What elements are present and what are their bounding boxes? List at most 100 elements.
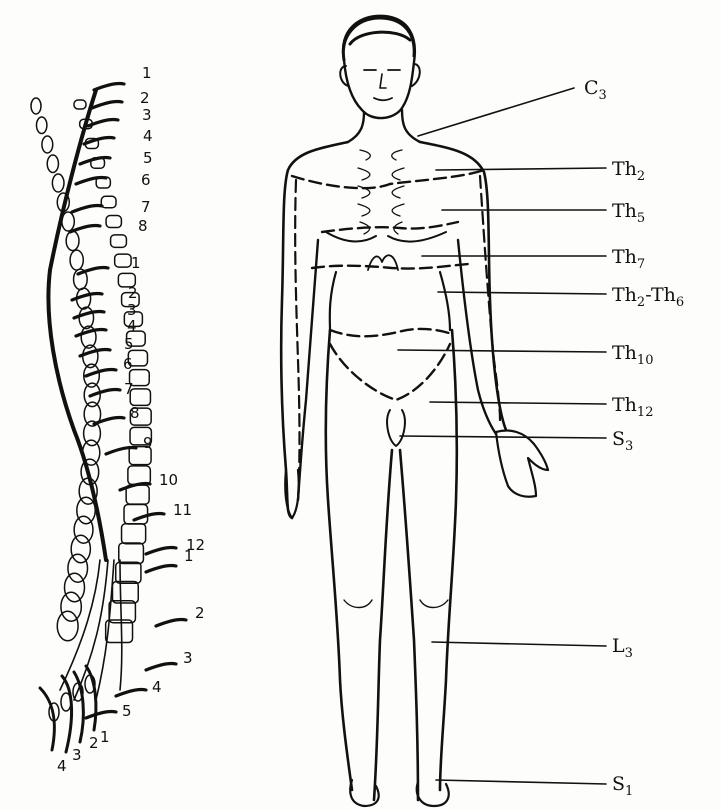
spinous-process <box>42 136 53 153</box>
vertebral-body <box>74 100 86 109</box>
boundary-upper-chest <box>292 170 484 188</box>
label-s3: S3 <box>612 428 633 454</box>
label-th2-th6: Th2-Th6 <box>612 284 684 310</box>
nerve-root-thoracic-1 <box>78 267 108 274</box>
label-th7: Th7 <box>612 246 645 272</box>
vertebral-body <box>112 581 138 603</box>
segment-number-cervical-2: 2 <box>140 89 150 107</box>
genitals <box>387 410 405 446</box>
nerve-root-thoracic-12 <box>146 547 176 554</box>
boundary-lower-chest <box>312 264 468 269</box>
segment-number-thoracic-8: 8 <box>130 404 140 422</box>
nerve-root-cervical-6 <box>76 177 106 184</box>
nerve-root-thoracic-11 <box>134 513 164 520</box>
nerve-root-thoracic-8 <box>94 417 124 424</box>
sacrum-outline <box>40 666 96 752</box>
segment-number-thoracic-11: 11 <box>173 501 192 519</box>
rib-sketch <box>358 150 404 234</box>
leader-c3 <box>418 88 574 136</box>
nerve-root-cervical-8 <box>70 225 100 232</box>
nerve-root-thoracic-9 <box>106 447 136 454</box>
spinous-process <box>79 307 93 329</box>
label-l3: L3 <box>612 635 633 661</box>
vertebral-body <box>124 504 148 524</box>
segment-number-cervical-3: 3 <box>142 106 152 124</box>
leader-s1 <box>436 780 606 784</box>
segment-number-cervical-1: 1 <box>142 64 152 82</box>
segment-number-thoracic-6: 6 <box>123 355 133 373</box>
nerve-root-thoracic-6 <box>86 369 116 376</box>
spinous-process <box>77 497 95 524</box>
segment-number-thoracic-10: 10 <box>159 471 178 489</box>
boundary-mid-chest <box>322 222 458 232</box>
right-hand <box>496 431 548 497</box>
spinous-process <box>64 573 84 602</box>
leader-lines <box>398 88 606 784</box>
segment-number-lumbar-3: 3 <box>183 649 193 667</box>
segment-number-cervical-4: 4 <box>143 127 153 145</box>
vertebral-body <box>122 524 146 544</box>
right-leg <box>400 330 457 800</box>
spinous-process <box>31 98 41 114</box>
knee-right <box>420 600 448 608</box>
spinous-process <box>70 250 83 270</box>
knee-left <box>344 600 372 608</box>
spinous-process <box>61 592 81 621</box>
nerve-root-thoracic-4 <box>76 329 106 336</box>
nerve-root-lumbar-5 <box>86 711 116 718</box>
nerve-root-lumbar-3 <box>146 663 176 670</box>
nerve-root-thoracic-7 <box>90 389 120 396</box>
segment-number-lumbar-5: 5 <box>122 702 132 720</box>
segment-number-sacral-1: 1 <box>100 728 110 746</box>
segment-number-cervical-7: 7 <box>141 198 151 216</box>
boundary-left-arm <box>295 180 299 500</box>
label-c3: C3 <box>584 77 607 103</box>
segment-number-sacral-2: 2 <box>89 734 99 752</box>
vertebral-body <box>111 235 127 248</box>
spinous-process <box>71 535 90 563</box>
right-foot <box>417 782 449 806</box>
vertebral-body <box>106 216 121 228</box>
torso-outline <box>281 142 506 518</box>
leader-th10 <box>398 350 606 352</box>
spinous-process <box>36 117 46 134</box>
segment-number-thoracic-2: 2 <box>128 284 138 302</box>
nerve-root-thoracic-3 <box>74 311 104 318</box>
label-s1: S1 <box>612 773 633 799</box>
segment-number-thoracic-5: 5 <box>124 335 134 353</box>
segment-number-sacral-4: 4 <box>57 757 67 775</box>
leader-l3 <box>432 642 606 646</box>
spinous-process <box>52 174 64 192</box>
abdomen-sides <box>330 272 450 330</box>
nerve-root-cervical-1 <box>94 83 124 90</box>
pectoral-line <box>326 232 446 242</box>
boundary-inguinal <box>330 344 450 400</box>
nerve-root-lumbar-2 <box>156 619 186 626</box>
segment-number-sacral-3: 3 <box>72 746 82 764</box>
leader-th2 <box>436 168 606 170</box>
segment-number-thoracic-4: 4 <box>127 317 137 335</box>
spinous-process <box>66 231 79 251</box>
label-th2: Th2 <box>612 158 645 184</box>
segment-number-lumbar-1: 1 <box>184 547 194 565</box>
label-th5: Th5 <box>612 200 645 226</box>
vertebral-body <box>115 254 131 267</box>
nerve-root-cervical-3 <box>88 119 118 126</box>
segment-number-thoracic-9: 9 <box>143 434 153 452</box>
nerve-root-lumbar-1 <box>146 565 176 572</box>
left-leg <box>326 330 392 800</box>
boundary-umbilical <box>330 329 452 336</box>
nerve-root-thoracic-10 <box>120 483 150 490</box>
segment-number-cervical-6: 6 <box>141 171 151 189</box>
nerve-root-cervical-2 <box>92 101 122 108</box>
label-th10: Th10 <box>612 342 653 368</box>
left-arm-inner <box>298 240 318 500</box>
segment-number-lumbar-4: 4 <box>152 678 162 696</box>
segment-number-thoracic-7: 7 <box>124 380 134 398</box>
segment-number-lumbar-2: 2 <box>195 604 205 622</box>
segment-number-cervical-5: 5 <box>143 149 153 167</box>
